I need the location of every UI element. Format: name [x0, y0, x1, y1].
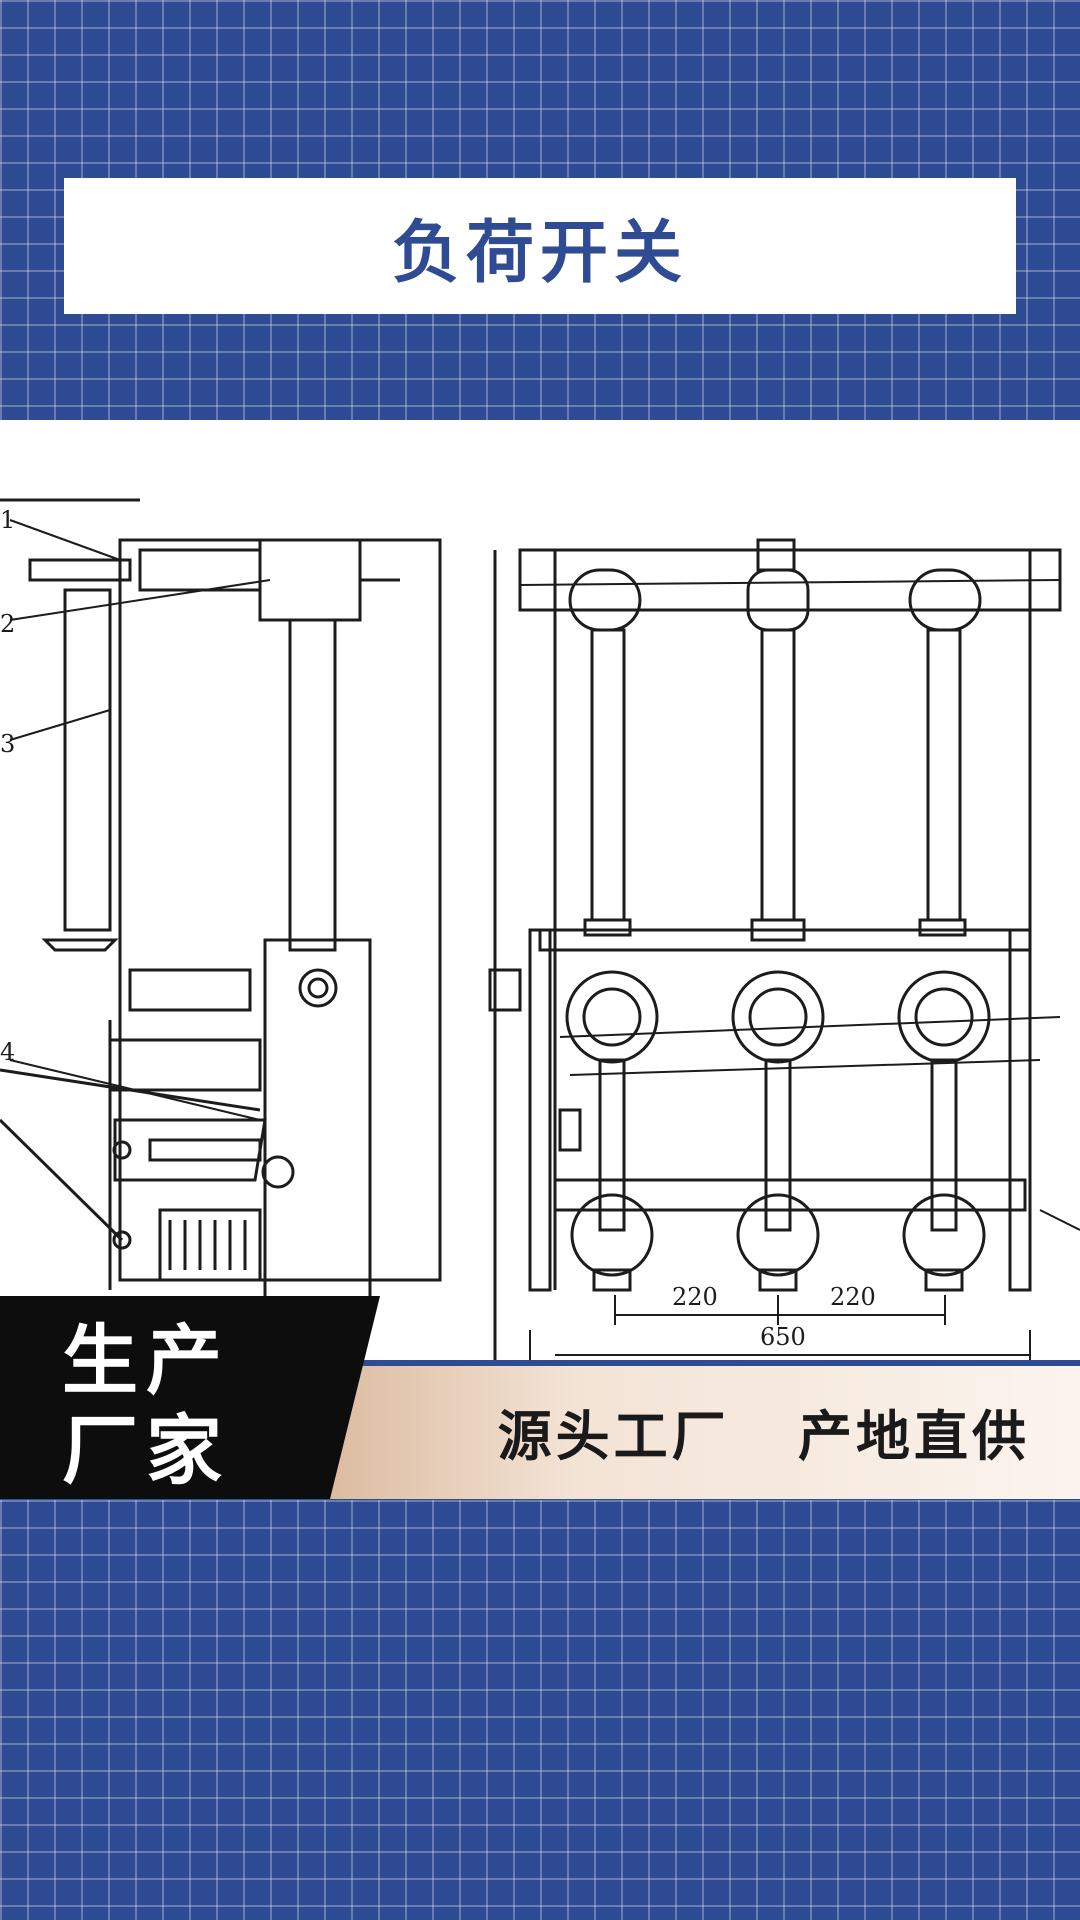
callout-1: 1: [0, 506, 15, 534]
banner-light-strip: [300, 1366, 1080, 1499]
banner-dark-block: [0, 1296, 380, 1499]
callout-3: 3: [0, 730, 15, 758]
page-title: 负荷开关: [391, 213, 688, 293]
dimension-220-right: 220: [830, 1283, 876, 1311]
callout-4: 4: [0, 1038, 15, 1066]
slogan-text: 源头工厂 产地直供: [497, 1405, 1030, 1468]
maker-line-2: 厂家: [62, 1406, 230, 1495]
pole-right: [897, 568, 991, 1292]
dimension-650: 650: [760, 1323, 806, 1351]
promo-banner: 生产 厂家 源头工厂 产地直供: [0, 1296, 1080, 1499]
grid-background-bottom: [0, 1500, 1080, 1920]
maker-line-1: 生产: [62, 1316, 230, 1405]
dimension-220-left: 220: [672, 1283, 718, 1311]
pole-left: [565, 568, 659, 1292]
technical-drawing: 1 2 3 4: [0, 420, 1080, 1360]
switch-drawing-svg: 1 2 3 4: [0, 498, 1080, 1360]
title-box: 负荷开关: [64, 178, 1016, 314]
callout-2: 2: [0, 610, 15, 638]
maker-label: 生产 厂家: [62, 1316, 292, 1496]
pole-middle: [731, 538, 825, 1292]
